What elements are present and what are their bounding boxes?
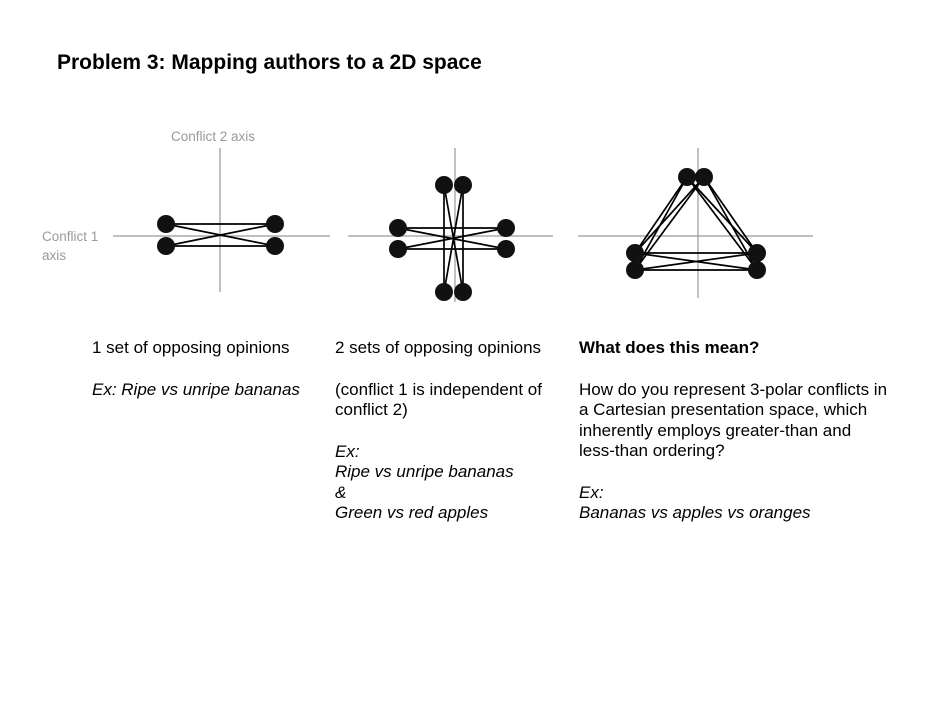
one-set-opposing-opinions-author-node xyxy=(157,237,175,255)
three-polar-conflict-author-node xyxy=(626,244,644,262)
two-sets-opposing-opinions-author-node xyxy=(435,283,453,301)
three-polar-conflict-author-node xyxy=(695,168,713,186)
paragraph-spacer xyxy=(335,359,560,380)
column-two-sets: 2 sets of opposing opinions (conflict 1 i… xyxy=(335,338,560,524)
column-what-does-this-mean-paragraph: Ex: xyxy=(579,482,604,502)
page-title: Problem 3: Mapping authors to a 2D space xyxy=(57,51,482,74)
conflict-1-axis-label-line2: axis xyxy=(42,248,67,263)
column-what-does-this-mean-paragraph: Bananas vs apples vs oranges xyxy=(579,503,811,522)
two-sets-opposing-opinions-author-node xyxy=(454,283,472,301)
two-sets-opposing-opinions-author-node xyxy=(389,240,407,258)
two-sets-opposing-opinions-edge xyxy=(397,227,507,250)
three-polar-conflict-edge xyxy=(634,176,688,254)
column-two-sets-paragraph: & xyxy=(335,482,347,502)
two-sets-opposing-opinions-author-node xyxy=(497,240,515,258)
two-sets-opposing-opinions-author-node xyxy=(454,176,472,194)
three-polar-conflict-edge xyxy=(703,176,758,254)
column-what-does-this-mean: What does this mean? How do you represent… xyxy=(579,338,889,524)
two-sets-opposing-opinions-author-node xyxy=(497,219,515,237)
three-polar-conflict-author-node xyxy=(748,244,766,262)
three-polar-conflict-edge xyxy=(634,252,758,271)
column-one-set-paragraph: Ex: Ripe vs unripe bananas xyxy=(92,379,300,399)
three-polar-conflict-edge xyxy=(634,176,705,254)
column-what-does-this-mean-paragraph: What does this mean? xyxy=(579,338,760,357)
column-two-sets-paragraph: Green vs red apples xyxy=(335,503,489,522)
column-two-sets-paragraph: 2 sets of opposing opinions xyxy=(335,338,542,357)
three-polar-conflict-author-node xyxy=(626,261,644,279)
diagram-layer xyxy=(113,148,813,302)
conflict-2-axis-label: Conflict 2 axis xyxy=(171,129,256,144)
two-sets-opposing-opinions-author-node xyxy=(389,219,407,237)
three-polar-conflict-author-node xyxy=(678,168,696,186)
column-what-does-this-mean-paragraph: How do you represent 3-polar conflicts i… xyxy=(579,379,888,461)
one-set-opposing-opinions-edge xyxy=(165,223,276,247)
one-set-opposing-opinions-author-node xyxy=(266,215,284,233)
paragraph-spacer xyxy=(579,462,889,483)
conflict-1-axis-label-line1: Conflict 1 xyxy=(42,229,99,244)
nodes-group xyxy=(157,168,766,301)
three-polar-conflict-edge xyxy=(634,176,705,271)
column-two-sets-paragraph: Ex: xyxy=(335,441,360,461)
one-set-opposing-opinions-author-node xyxy=(157,215,175,233)
three-polar-conflict-author-node xyxy=(748,261,766,279)
conflict-1-axis-label: Conflict 1 axis xyxy=(42,227,98,265)
column-one-set-paragraph: 1 set of opposing opinions xyxy=(92,338,290,357)
one-set-opposing-opinions-author-node xyxy=(266,237,284,255)
column-two-sets-paragraph: Ripe vs unripe bananas xyxy=(335,462,514,481)
two-sets-opposing-opinions-author-node xyxy=(435,176,453,194)
paragraph-spacer xyxy=(335,421,560,442)
edges-group xyxy=(165,176,758,293)
paragraph-spacer xyxy=(579,359,889,380)
three-polar-conflict-edge xyxy=(686,176,758,254)
column-two-sets-paragraph: (conflict 1 is independent of conflict 2… xyxy=(335,379,542,420)
paragraph-spacer xyxy=(92,359,322,380)
